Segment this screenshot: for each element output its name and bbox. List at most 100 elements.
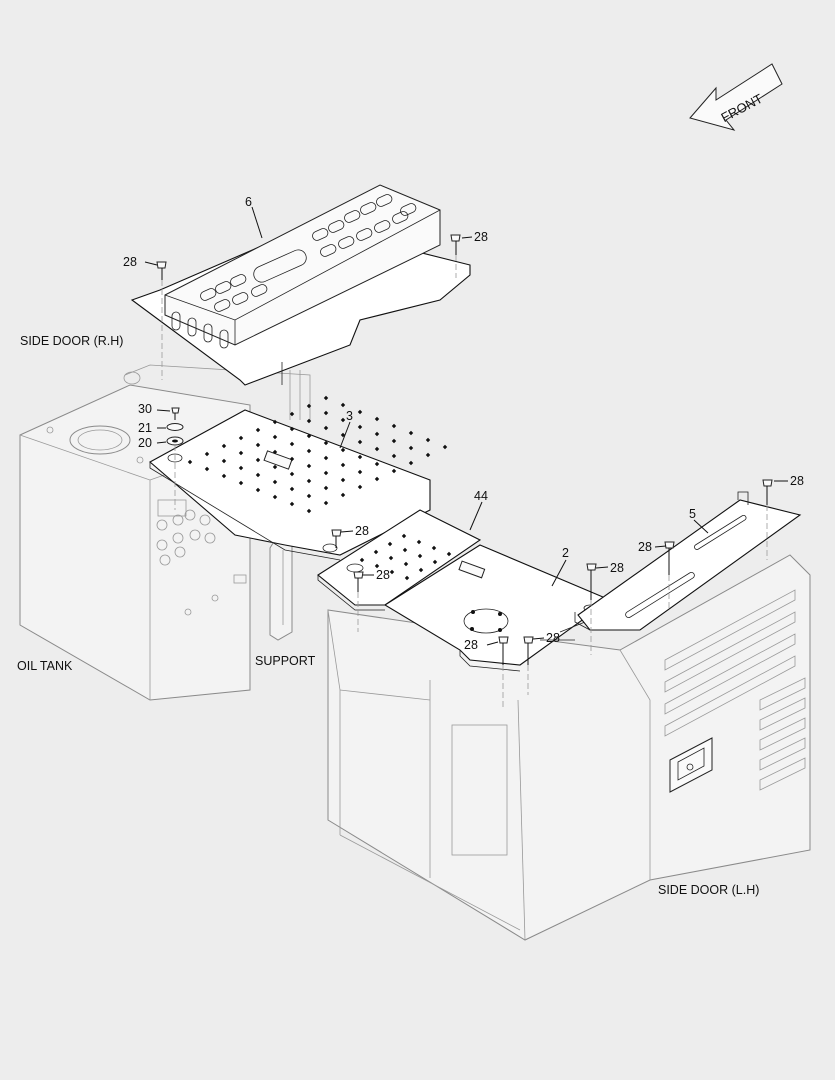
perforation-hole <box>204 451 210 457</box>
perforation-hole <box>238 450 244 456</box>
perforation-hole <box>408 430 414 436</box>
perforation-hole <box>238 465 244 471</box>
perforation-hole <box>359 557 365 563</box>
bolt-28-part3 <box>331 529 342 548</box>
part-6-slots <box>200 194 417 312</box>
perforation-hole <box>401 533 407 539</box>
callout-28: 28 <box>474 230 488 244</box>
front-direction-arrow: FRONT <box>689 63 783 131</box>
callout-44: 44 <box>474 489 488 503</box>
perforation-hole <box>306 478 312 484</box>
bolt-30 <box>171 407 180 420</box>
caption-side-door-rh: SIDE DOOR (R.H) <box>20 334 123 348</box>
perforation-hole <box>323 455 329 461</box>
perforation-hole <box>289 471 295 477</box>
perforation-hole <box>187 459 193 465</box>
perforation-hole <box>404 575 410 581</box>
callout-3: 3 <box>346 409 353 423</box>
perforation-hole <box>432 559 438 565</box>
washer-20 <box>166 436 184 446</box>
perforation-hole <box>340 492 346 498</box>
bolt-28-part44 <box>353 571 364 632</box>
callout-2: 2 <box>562 546 569 560</box>
leader-lines <box>144 206 788 646</box>
caption-support: SUPPORT <box>255 654 316 668</box>
perforation-hole <box>357 409 363 415</box>
perforation-hole <box>238 480 244 486</box>
perforation-hole <box>221 458 227 464</box>
perforation-hole <box>374 476 380 482</box>
perforation-hole <box>403 561 409 567</box>
caption-oil-tank: OIL TANK <box>17 659 73 673</box>
perforation-hole <box>408 445 414 451</box>
callout-28: 28 <box>355 524 369 538</box>
perforation-hole <box>340 402 346 408</box>
callout-28: 28 <box>638 540 652 554</box>
perforation-hole <box>323 440 329 446</box>
bolt-28-part2-right <box>523 636 534 695</box>
washer-21 <box>166 423 184 431</box>
part-6-front-slots <box>171 311 229 349</box>
callout-21: 21 <box>138 421 152 435</box>
perforation-hole <box>374 563 380 569</box>
part-3-perforations <box>187 395 448 514</box>
perforation-hole <box>306 448 312 454</box>
perforation-hole <box>425 452 431 458</box>
perforation-hole <box>374 416 380 422</box>
perforation-hole <box>340 462 346 468</box>
part-2-plate <box>383 544 612 672</box>
component-captions: SIDE DOOR (R.H) OIL TANK SUPPORT SIDE DO… <box>17 334 759 897</box>
perforation-hole <box>425 437 431 443</box>
perforation-hole <box>272 494 278 500</box>
perforation-hole <box>391 423 397 429</box>
perforation-hole <box>357 484 363 490</box>
part-44-perforations <box>359 533 452 581</box>
oil-tank-fittings <box>156 499 216 566</box>
perforation-hole <box>272 449 278 455</box>
perforation-hole <box>323 425 329 431</box>
support-bracket <box>269 539 293 641</box>
perforation-hole <box>357 454 363 460</box>
perforation-hole <box>255 427 261 433</box>
perforation-hole <box>289 456 295 462</box>
perforation-hole <box>306 403 312 409</box>
perforation-hole <box>306 463 312 469</box>
perforation-hole <box>340 477 346 483</box>
callout-5: 5 <box>689 507 696 521</box>
perforation-hole <box>255 472 261 478</box>
perforation-hole <box>417 553 423 559</box>
perforation-hole <box>391 468 397 474</box>
perforation-hole <box>306 418 312 424</box>
side-door-lh <box>327 554 811 941</box>
perforation-hole <box>221 443 227 449</box>
perforation-hole <box>289 441 295 447</box>
perforation-hole <box>431 545 437 551</box>
part-3-floor-plate <box>149 395 448 561</box>
perforation-hole <box>389 569 395 575</box>
bolt-28-left-top <box>156 261 167 380</box>
perforation-hole <box>221 473 227 479</box>
perforation-hole <box>391 438 397 444</box>
part-5-bracket <box>574 491 802 631</box>
perforation-hole <box>373 549 379 555</box>
perforation-hole <box>272 479 278 485</box>
callout-labels: 6 28 28 3 30 21 20 44 28 28 5 28 28 2 28… <box>123 195 804 652</box>
perforation-hole <box>289 501 295 507</box>
perforation-hole <box>289 411 295 417</box>
perforation-hole <box>323 470 329 476</box>
perforation-hole <box>289 486 295 492</box>
perforation-hole <box>374 461 380 467</box>
callout-28: 28 <box>546 631 560 645</box>
perforation-hole <box>446 551 452 557</box>
perforation-hole <box>340 447 346 453</box>
perforation-hole <box>238 435 244 441</box>
perforation-hole <box>388 555 394 561</box>
side-door-lh-handle <box>669 737 713 793</box>
perforation-hole <box>272 434 278 440</box>
perforation-hole <box>391 453 397 459</box>
perforation-hole <box>323 410 329 416</box>
caption-side-door-lh: SIDE DOOR (L.H) <box>658 883 759 897</box>
perforation-hole <box>306 493 312 499</box>
perforation-hole <box>357 424 363 430</box>
callout-28: 28 <box>790 474 804 488</box>
